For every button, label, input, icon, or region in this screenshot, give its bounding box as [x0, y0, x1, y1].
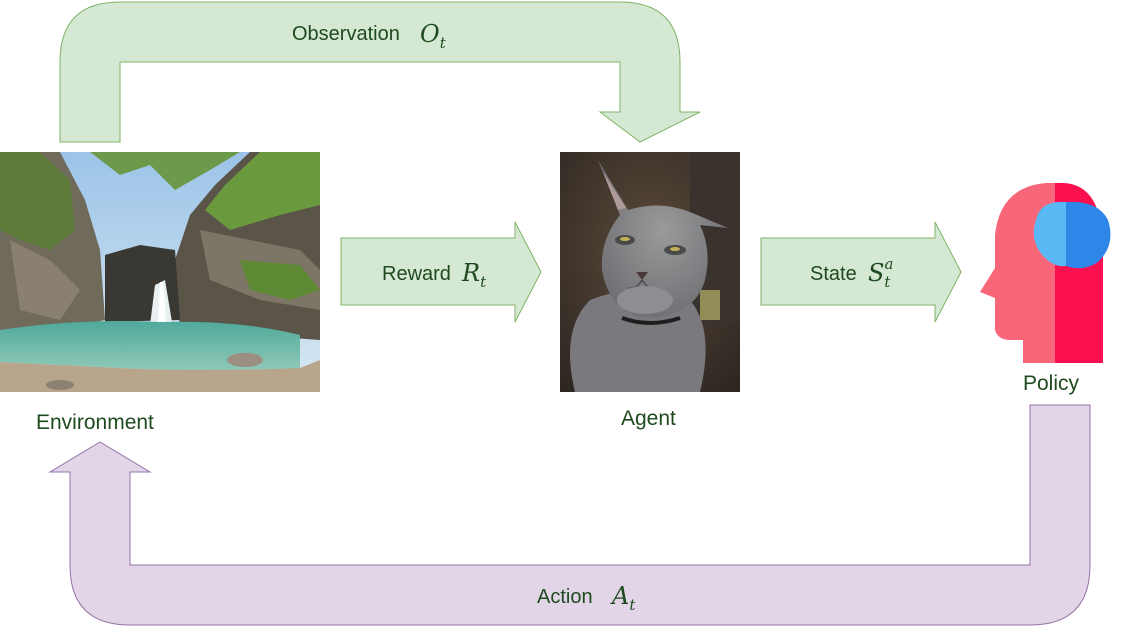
observation-label: Observation [292, 23, 400, 45]
observation-symbol: Ot [420, 20, 447, 52]
agent-node: Agent [560, 152, 740, 430]
state-label: State [810, 263, 857, 285]
head-brain-icon [980, 183, 1111, 363]
environment-node: Environment [0, 152, 320, 434]
gray-cat-photo [560, 152, 740, 392]
action-symbol: At [610, 582, 636, 614]
action-arrow-shape [48, 404, 1091, 626]
observation-arrow-shape [59, 1, 701, 143]
reward-symbol: Rt [461, 259, 487, 291]
action-arrow: Action At [48, 404, 1091, 626]
reward-arrow-shape [340, 221, 542, 323]
state-arrow-shape [760, 221, 962, 323]
agent-label: Agent [621, 407, 676, 430]
action-label: Action [537, 586, 593, 608]
policy-node: Policy [980, 183, 1111, 395]
reward-arrow: Reward Rt [340, 221, 542, 323]
policy-label: Policy [1023, 372, 1080, 395]
reward-label: Reward [382, 263, 451, 285]
environment-label: Environment [36, 411, 154, 434]
waterfall-landscape-photo [0, 152, 320, 392]
observation-arrow: Observation Ot [59, 1, 701, 143]
